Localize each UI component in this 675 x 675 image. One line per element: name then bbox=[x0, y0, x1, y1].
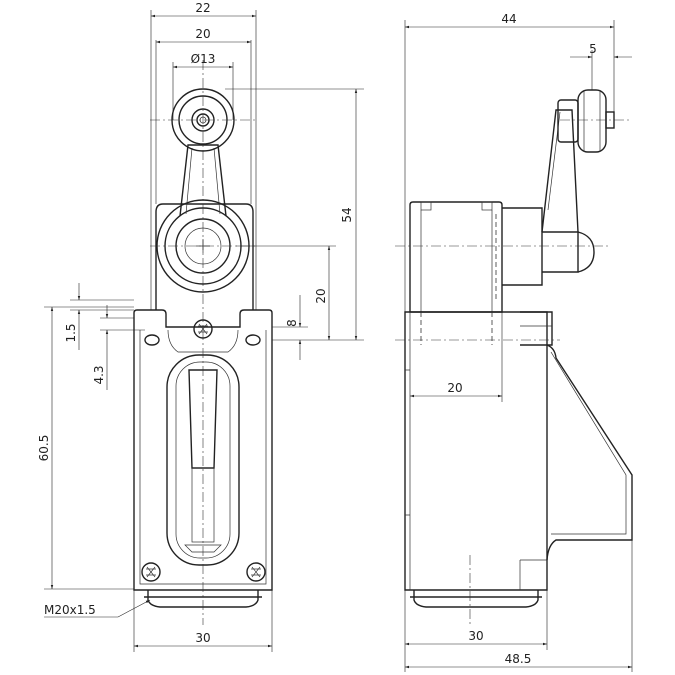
dim-8-label: 8 bbox=[285, 319, 299, 327]
dim-48-5-label: 48.5 bbox=[505, 652, 532, 666]
side-body bbox=[404, 201, 633, 608]
dim-5-label: 5 bbox=[589, 42, 597, 56]
thread-label: M20x1.5 bbox=[44, 603, 96, 617]
dim-60-5-label: 60.5 bbox=[37, 435, 51, 462]
screw-icon bbox=[246, 562, 266, 582]
dim-54-label: 54 bbox=[340, 207, 354, 222]
side-view: 44 5 20 30 48.5 bbox=[395, 12, 633, 672]
front-dimensions: 22 20 Ø13 54 20 8 1.5 bbox=[37, 1, 364, 652]
dim-20-label: 20 bbox=[195, 27, 210, 41]
front-actuator bbox=[155, 88, 254, 310]
dim-20v-label: 20 bbox=[314, 288, 328, 303]
side-actuator bbox=[502, 89, 615, 286]
dim-1-5-label: 1.5 bbox=[64, 323, 78, 342]
dim-30s-label: 30 bbox=[468, 629, 483, 643]
dim-20s-label: 20 bbox=[447, 381, 462, 395]
dim-4-3-label: 4.3 bbox=[92, 365, 106, 384]
dim-dia-label: Ø13 bbox=[191, 52, 216, 66]
dim-44-label: 44 bbox=[501, 12, 516, 26]
dim-30-label: 30 bbox=[195, 631, 210, 645]
side-roller-icon bbox=[557, 89, 615, 153]
side-dimensions: 44 5 20 30 48.5 bbox=[404, 12, 633, 672]
dim-22-label: 22 bbox=[195, 1, 210, 15]
screw-icon bbox=[141, 562, 161, 582]
front-view: 22 20 Ø13 54 20 8 1.5 bbox=[37, 1, 364, 652]
